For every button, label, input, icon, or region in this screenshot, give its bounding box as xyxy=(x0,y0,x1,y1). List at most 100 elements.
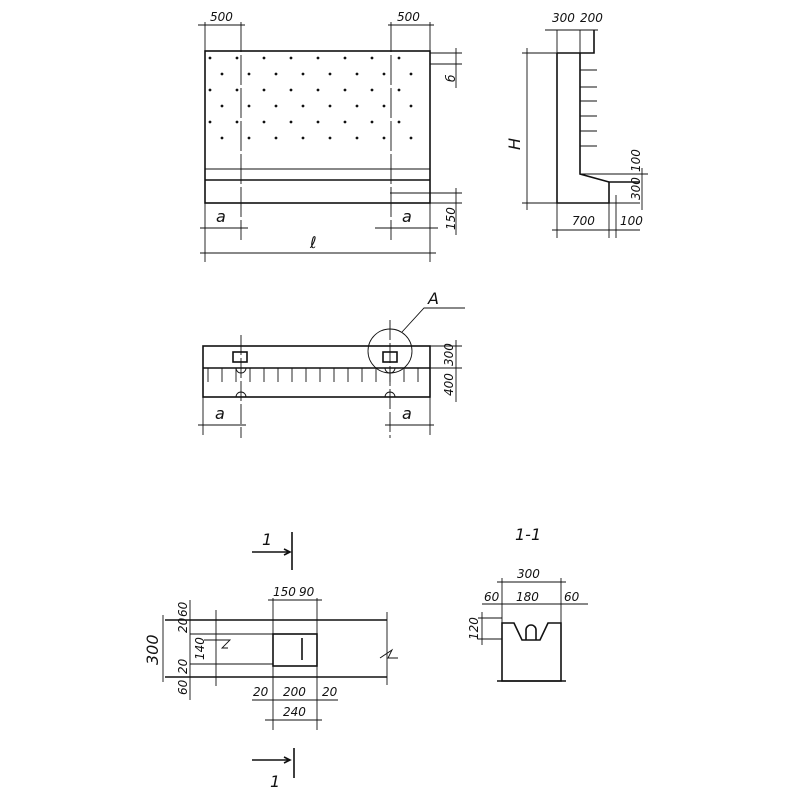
section-label-bottom: 1 xyxy=(270,772,280,791)
section-hatch xyxy=(501,622,562,682)
embedded-point xyxy=(343,56,347,60)
lifting-loop-left xyxy=(232,351,248,363)
embedded-point xyxy=(289,88,293,92)
dim-b: б xyxy=(444,74,458,82)
dim-200: 200 xyxy=(580,11,603,25)
embedded-point xyxy=(262,120,266,124)
embedded-point xyxy=(235,120,239,124)
embedded-point xyxy=(316,56,320,60)
dim-length: ℓ xyxy=(309,233,317,252)
anchor-ticks xyxy=(580,69,597,147)
embedded-point xyxy=(328,104,332,108)
embedded-point xyxy=(397,88,401,92)
embedded-point xyxy=(220,104,224,108)
embedded-point xyxy=(208,88,212,92)
dim-a-left: a xyxy=(215,404,225,423)
embedded-point xyxy=(397,120,401,124)
embedded-point xyxy=(409,136,413,140)
dim-150: 150 xyxy=(273,585,296,599)
embedded-point xyxy=(343,88,347,92)
dim-60-top: 60 xyxy=(176,601,190,617)
dim-90: 90 xyxy=(299,585,315,599)
embedded-point xyxy=(328,72,332,76)
dim-240: 240 xyxy=(283,705,306,719)
dim-top-right: 500 xyxy=(397,10,420,24)
dim-300-base: 300 xyxy=(629,177,643,200)
plan-view: А 300 400 a a xyxy=(198,289,465,438)
embedded-point xyxy=(316,120,320,124)
embedded-point xyxy=(328,136,332,140)
embedded-point xyxy=(355,104,359,108)
embedded-point xyxy=(316,88,320,92)
dim-a-right: a xyxy=(402,207,412,226)
detail-callout-circle xyxy=(367,328,413,374)
embedded-point xyxy=(208,120,212,124)
dim-H: H xyxy=(505,138,524,150)
embedded-point xyxy=(370,56,374,60)
side-view: 300 200 H 100 300 700 100 xyxy=(505,11,648,238)
dim-20-top: 20 xyxy=(176,617,190,633)
dim-300: 300 xyxy=(517,567,540,581)
dim-120: 120 xyxy=(467,617,481,640)
embedded-point xyxy=(301,72,305,76)
embedded-point xyxy=(301,136,305,140)
dim-a-right: a xyxy=(402,404,412,423)
dim-a-left: a xyxy=(216,207,226,226)
embedded-point xyxy=(370,120,374,124)
section-label-top: 1 xyxy=(262,530,272,549)
dim-20-right: 20 xyxy=(322,685,338,699)
embedded-point xyxy=(247,104,251,108)
detail-plan: 1 150 90 300 60 20 140 20 60 20 200 20 2… xyxy=(143,530,398,791)
dim-300: 300 xyxy=(442,343,456,366)
embedded-point xyxy=(235,56,239,60)
embedded-point xyxy=(397,56,401,60)
embedded-point xyxy=(355,72,359,76)
dim-300: 300 xyxy=(143,634,162,665)
dim-300: 300 xyxy=(552,11,575,25)
dim-60-left: 60 xyxy=(484,590,500,604)
dim-100-heel: 100 xyxy=(620,214,643,228)
dim-60-bottom: 60 xyxy=(176,679,190,695)
embedded-point xyxy=(355,136,359,140)
section-title: 1-1 xyxy=(515,525,541,544)
dim-140: 140 xyxy=(193,637,207,660)
embedded-point xyxy=(409,72,413,76)
dim-20-bottom: 20 xyxy=(176,658,190,674)
embedded-point xyxy=(289,120,293,124)
embedded-point xyxy=(382,136,386,140)
dim-60-right: 60 xyxy=(564,590,580,604)
dim-700: 700 xyxy=(572,214,595,228)
dim-200: 200 xyxy=(283,685,306,699)
dim-20-left: 20 xyxy=(253,685,269,699)
section-marker-top xyxy=(252,532,293,570)
embedded-point xyxy=(382,72,386,76)
embedded-point xyxy=(247,136,251,140)
dim-180: 180 xyxy=(516,590,539,604)
embedded-point xyxy=(301,104,305,108)
dim-top-left: 500 xyxy=(210,10,233,24)
embedded-point xyxy=(220,72,224,76)
embedded-point xyxy=(409,104,413,108)
embedded-point xyxy=(382,104,386,108)
section-1-1: 1-1 300 60 180 60 120 xyxy=(467,525,588,682)
embedded-point xyxy=(247,72,251,76)
embedded-points xyxy=(208,56,413,140)
embedded-point xyxy=(208,56,212,60)
embedded-point xyxy=(235,88,239,92)
callout-A: А xyxy=(427,289,439,308)
embedded-point xyxy=(274,104,278,108)
dim-100-slope: 100 xyxy=(629,149,643,172)
embedded-point xyxy=(343,120,347,124)
embedded-point xyxy=(274,72,278,76)
embedded-point xyxy=(262,56,266,60)
embedded-point xyxy=(274,136,278,140)
embedded-point xyxy=(289,56,293,60)
embedded-point xyxy=(262,88,266,92)
section-marker-bottom xyxy=(252,748,295,778)
wall-profile xyxy=(556,30,640,204)
front-view: 500 500 б 150 a a ℓ xyxy=(198,10,462,262)
embedded-point xyxy=(370,88,374,92)
embedded-point xyxy=(220,136,224,140)
dim-150: 150 xyxy=(444,207,458,230)
